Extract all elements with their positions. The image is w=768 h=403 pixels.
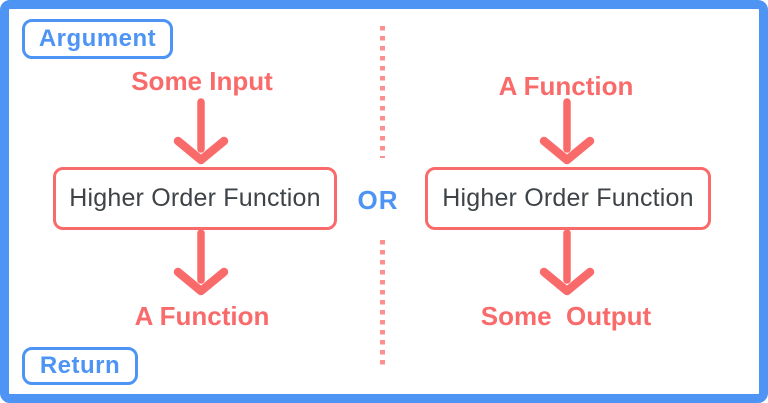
left-hof-box: Higher Order Function: [53, 167, 337, 230]
left-hof-box-label: Higher Order Function: [69, 184, 321, 212]
down-arrow-icon: [173, 98, 229, 165]
right-hof-box: Higher Order Function: [425, 167, 711, 230]
left-output-label: A Function: [134, 301, 270, 331]
argument-badge: Argument: [22, 19, 173, 59]
left-input-label: Some Input: [131, 66, 273, 96]
right-input-label: A Function: [498, 71, 634, 101]
dotted-separator-top: [380, 26, 385, 158]
return-badge-label: Return: [39, 352, 121, 379]
argument-badge-label: Argument: [38, 25, 157, 52]
right-output-label: Some Output: [480, 301, 652, 331]
right-hof-box-label: Higher Order Function: [442, 184, 694, 212]
down-arrow-icon: [173, 229, 229, 296]
down-arrow-icon: [539, 98, 595, 165]
return-badge: Return: [22, 347, 138, 385]
down-arrow-icon: [539, 229, 595, 296]
dotted-separator-bottom: [380, 240, 385, 368]
or-label: OR: [357, 185, 399, 215]
